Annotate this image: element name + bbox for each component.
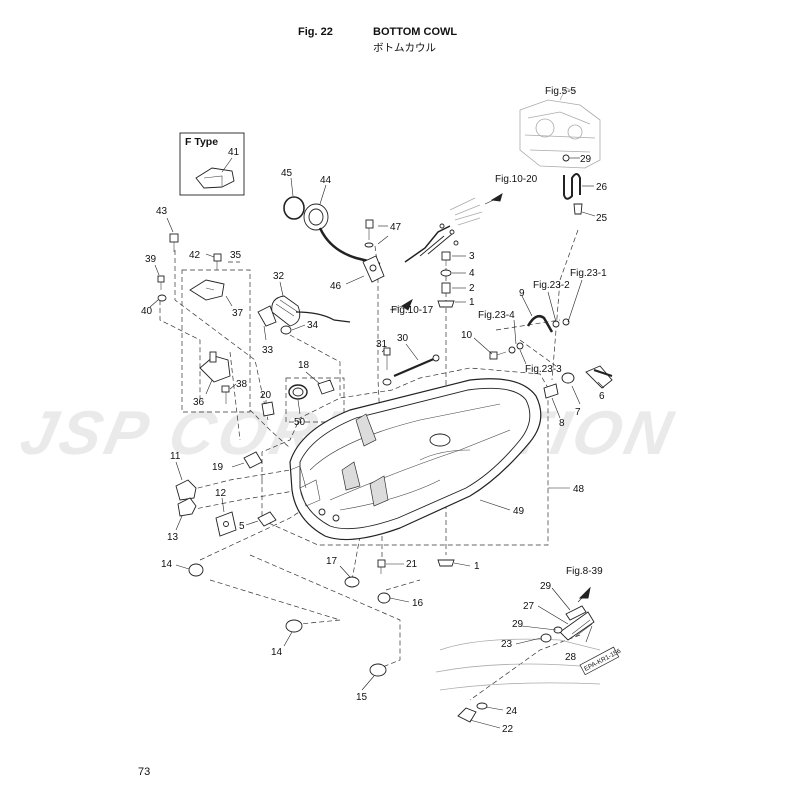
part-label-6: 6 — [599, 391, 605, 402]
engine-reference-drawing — [519, 87, 601, 169]
shift-rod-30-31 — [381, 298, 440, 386]
part-label-39: 39 — [145, 254, 157, 265]
part-label-40: 40 — [141, 306, 153, 317]
part-label-29: 29 — [580, 154, 592, 165]
ref-fig-23-1: Fig.23-1 — [570, 268, 607, 279]
part-label-15: 15 — [356, 692, 368, 703]
part-label-33: 33 — [262, 345, 274, 356]
part-label-1-top: 1 — [469, 297, 475, 308]
figure-title: BOTTOM COWL — [373, 26, 458, 38]
part-label-31: 31 — [376, 339, 388, 350]
part-label-26: 26 — [596, 182, 608, 193]
ref-fig-8-39: Fig.8-39 — [566, 566, 603, 577]
part-label-23: 23 — [501, 639, 513, 650]
part-label-5: 5 — [239, 521, 245, 532]
part-label-36: 36 — [193, 397, 205, 408]
figure-title-japanese: ボトムカウル — [373, 42, 436, 54]
water-hose-parts — [562, 154, 596, 217]
part-label-20: 20 — [260, 390, 272, 401]
part-label-42: 42 — [189, 250, 201, 261]
ref-fig-23-4: Fig.23-4 — [478, 310, 515, 321]
bottom-cowl-49 — [289, 378, 542, 541]
part-label-10: 10 — [461, 330, 473, 341]
part-label-19: 19 — [212, 462, 224, 473]
part-label-24: 24 — [506, 706, 518, 717]
part-label-28: 28 — [565, 652, 577, 663]
part-label-49: 49 — [513, 506, 525, 517]
wiring-harness — [404, 193, 503, 263]
grommet-44-45 — [283, 177, 381, 266]
inset-title: F Type — [185, 136, 218, 148]
lower-left-parts — [175, 451, 277, 537]
seals-18-20-50 — [261, 371, 345, 423]
part-label-38: 38 — [236, 379, 248, 390]
ref-fig-10-17: Fig.10-17 — [391, 305, 434, 316]
f-type-group-box — [181, 269, 251, 413]
left-bolts-39-40-43 — [149, 217, 179, 308]
part-label-9: 9 — [519, 288, 525, 299]
part-label-16: 16 — [412, 598, 424, 609]
f-type-inset: F Type 41 — [179, 132, 245, 196]
part-label-1-bottom: 1 — [474, 561, 480, 572]
part-label-25: 25 — [596, 213, 608, 224]
bracket-46-47 — [345, 219, 389, 285]
part-label-44: 44 — [320, 175, 332, 186]
part-label-7: 7 — [575, 407, 581, 418]
ref-fig-5-5: Fig.5-5 — [545, 86, 577, 97]
part-label-48: 48 — [573, 484, 585, 495]
part-label-17: 17 — [326, 556, 338, 567]
part-label-37: 37 — [232, 308, 244, 319]
part-label-3: 3 — [469, 251, 475, 262]
rubber-boot-32-34 — [257, 281, 351, 341]
part-label-41: 41 — [228, 147, 240, 158]
part-label-4: 4 — [469, 268, 475, 279]
figure-number: Fig. 22 — [298, 26, 333, 38]
part-label-46: 46 — [330, 281, 342, 292]
fastener-stack-1-4 — [437, 251, 466, 308]
f-type-brackets — [189, 253, 237, 404]
ref-fig-10-20: Fig.10-20 — [495, 174, 538, 185]
cowl-assembly-box — [261, 367, 549, 546]
part-label-29-mid: 29 — [512, 619, 524, 630]
plugs-14-17 — [175, 559, 471, 691]
part-label-34: 34 — [307, 320, 319, 331]
part-label-13: 13 — [167, 532, 179, 543]
part-label-22: 22 — [502, 724, 514, 735]
part-label-11: 11 — [170, 451, 181, 462]
part-label-29-top: 29 — [540, 581, 552, 592]
part-label-50: 50 — [294, 417, 306, 428]
part-label-32: 32 — [273, 271, 285, 282]
part-label-45: 45 — [281, 168, 293, 179]
part-label-21: 21 — [406, 559, 418, 570]
part-label-14-lower: 14 — [271, 647, 283, 658]
part-label-27: 27 — [523, 601, 535, 612]
right-side-levers — [473, 279, 613, 419]
part-label-43: 43 — [156, 206, 168, 217]
page-number: 73 — [138, 766, 151, 778]
part-label-2: 2 — [469, 283, 475, 294]
part-label-35: 35 — [230, 250, 242, 261]
part-label-47: 47 — [390, 222, 402, 233]
part-label-14-upper: 14 — [161, 559, 173, 570]
part-label-8: 8 — [559, 418, 565, 429]
part-label-30: 30 — [397, 333, 409, 344]
ref-fig-23-2: Fig.23-2 — [533, 280, 570, 291]
ref-fig-23-3: Fig.23-3 — [525, 364, 562, 375]
part-label-18: 18 — [298, 360, 310, 371]
part-label-12: 12 — [215, 488, 227, 499]
